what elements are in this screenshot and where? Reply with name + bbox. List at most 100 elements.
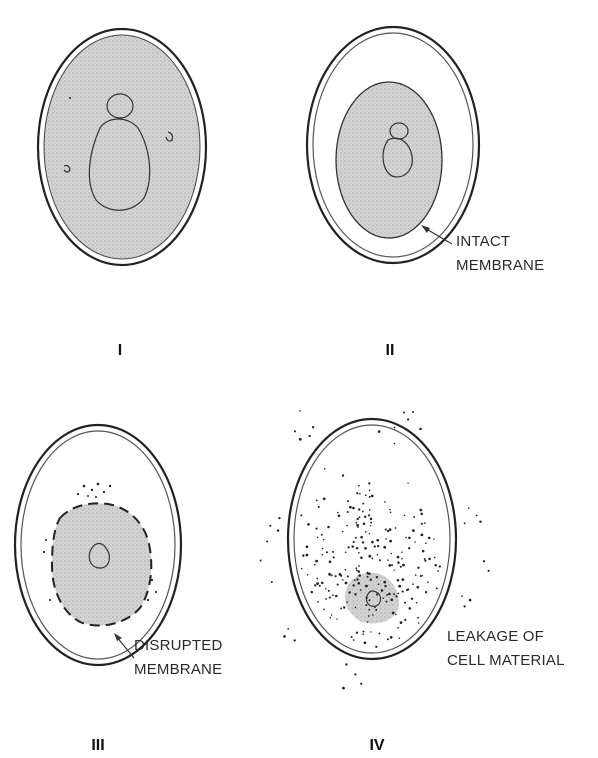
leaked-particle [402, 591, 404, 593]
leaked-particle [365, 494, 367, 496]
leaked-particle [316, 578, 318, 580]
leaked-particle [416, 586, 419, 589]
leaked-particle [385, 529, 387, 531]
leaked-particle [408, 537, 411, 540]
leaked-particle [271, 581, 273, 583]
leaked-particle [369, 599, 371, 601]
leaked-particle [395, 614, 397, 616]
leaked-particle [368, 573, 370, 575]
leaked-particle [378, 430, 381, 433]
leaked-particle [266, 541, 268, 543]
leaked-particle [366, 597, 368, 599]
leaked-particle [294, 639, 296, 641]
leaked-particle [327, 526, 330, 529]
leaked-particle [345, 663, 347, 665]
leaked-particle [356, 524, 359, 527]
leaked-particle [345, 551, 347, 553]
leaked-particle [331, 614, 332, 615]
leaked-particle [393, 593, 395, 595]
leaked-particle [409, 607, 412, 610]
leaked-particle [379, 559, 381, 561]
leaked-particle [342, 687, 345, 690]
leaked-particle [376, 576, 378, 578]
leaked-particle [329, 597, 331, 599]
leaked-particle [358, 552, 360, 554]
leaked-particle [414, 541, 416, 543]
leaked-particle [421, 523, 423, 525]
leaked-particle [314, 564, 316, 566]
leaked-particle [318, 506, 320, 508]
leaked-particle [424, 522, 426, 524]
leaked-particle [349, 506, 352, 509]
leaked-particle [347, 546, 349, 548]
leaked-particle [371, 495, 374, 498]
leaked-particle [368, 615, 370, 617]
leaked-particle [412, 529, 415, 532]
leaked-particle [367, 576, 369, 578]
leaked-particle [368, 514, 370, 516]
leaked-particle [325, 588, 327, 590]
leaked-particle [283, 635, 286, 638]
leaked-particle [307, 523, 310, 526]
leaked-particle [317, 537, 319, 539]
leaked-particle [370, 579, 372, 581]
leaked-particle [362, 511, 364, 513]
leaked-particle [387, 638, 389, 640]
leaked-particle [392, 612, 395, 615]
leaked-particle [326, 551, 328, 553]
leaked-particle [398, 593, 400, 595]
panel-4-callout-line-2: CELL MATERIAL [447, 652, 565, 669]
leaked-particle [368, 609, 370, 611]
leaked-particle [335, 575, 337, 577]
panel-2 [307, 27, 479, 263]
leaked-particle [369, 496, 371, 498]
panel-3-protoplast [52, 503, 151, 625]
leaked-particle [388, 564, 391, 567]
leaked-particle [330, 617, 332, 619]
leaked-particle [287, 628, 289, 630]
leaked-particle [379, 633, 381, 635]
leaked-particle [345, 569, 347, 571]
leaked-particle [389, 509, 391, 511]
leaked-particle [343, 606, 345, 608]
leaked-particle [488, 570, 490, 572]
leaked-particle [412, 583, 414, 585]
leaked-particle [369, 509, 371, 511]
leaked-particle [339, 573, 342, 576]
leaked-particle [403, 411, 405, 413]
leaked-particle [323, 497, 326, 500]
leaked-particle [354, 579, 356, 581]
leaked-particle [328, 573, 331, 576]
leaked-particle [355, 607, 357, 609]
leaked-particle [316, 499, 318, 501]
leaked-particle [358, 485, 360, 487]
leaked-particle [395, 527, 397, 529]
leaked-particle [336, 619, 337, 620]
leaked-particle [362, 633, 364, 635]
leaked-particle [307, 574, 308, 575]
leaked-particle [401, 558, 403, 560]
panel-2-numeral: II [386, 342, 395, 359]
leaked-particle [345, 582, 348, 585]
leaked-particle [397, 579, 400, 582]
leaked-particle [362, 541, 364, 543]
leaked-particle [369, 533, 371, 535]
leaked-particle [323, 539, 325, 541]
panel-1-cytoplasm [44, 35, 200, 259]
leaked-particle [411, 598, 413, 600]
leaked-particle [363, 631, 365, 633]
leaked-particle [338, 515, 341, 518]
leaked-particle [347, 575, 349, 577]
leaked-particle [416, 602, 418, 604]
leaked-particle [476, 515, 478, 517]
leaked-particle [315, 560, 318, 563]
leaked-particle [332, 594, 334, 596]
leaked-particle [316, 582, 319, 585]
leaked-particle [260, 560, 262, 562]
panel-4-callout-line-1: LEAKAGE OF [447, 628, 544, 645]
leaked-particle [464, 522, 466, 524]
leaked-particle [433, 538, 434, 539]
leaked-particle [399, 637, 401, 639]
leaked-particle [328, 590, 330, 592]
leaked-particle [370, 518, 373, 521]
